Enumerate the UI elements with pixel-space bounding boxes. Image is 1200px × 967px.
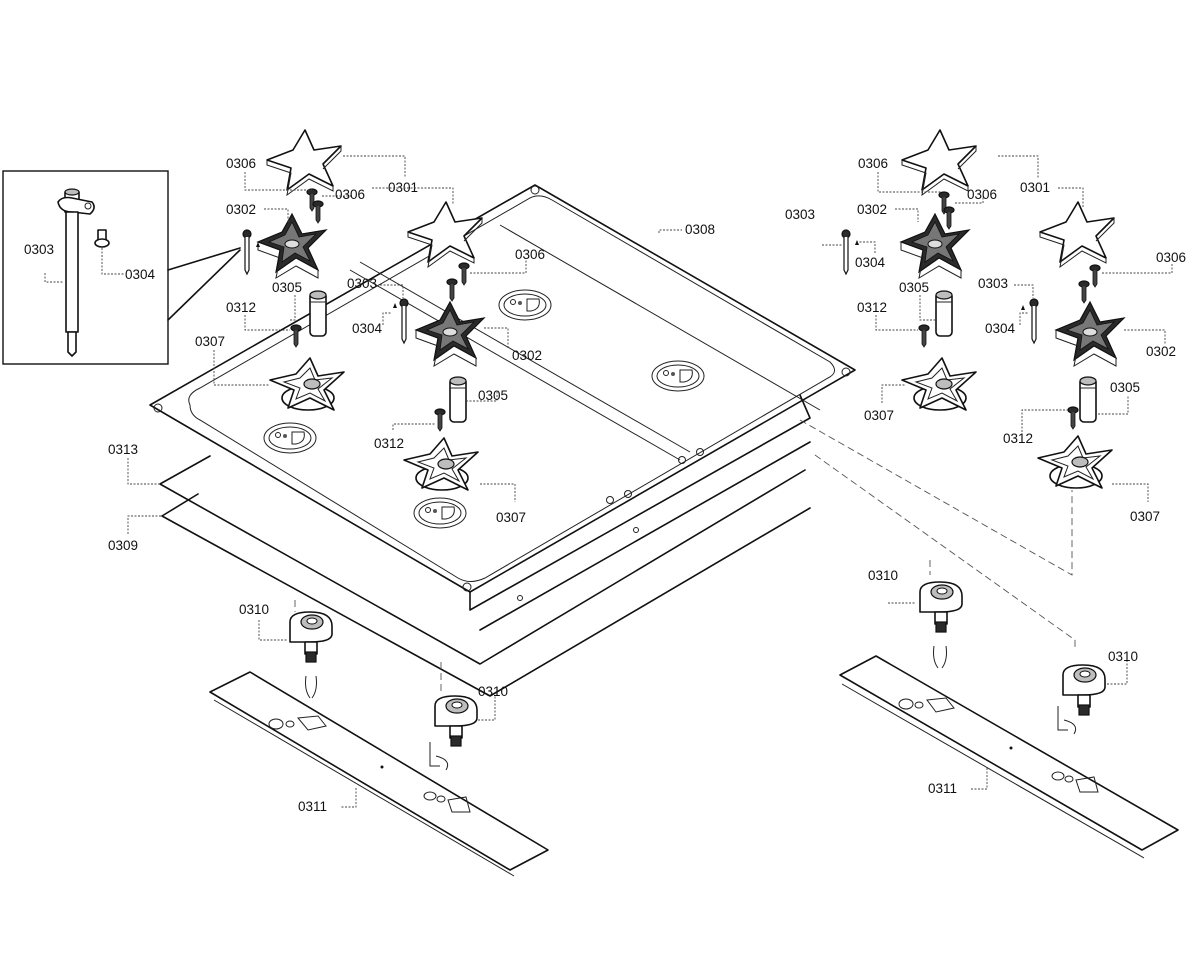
label-0302-b: 0302 [512,348,542,363]
label-0302-a: 0302 [226,202,256,217]
label-r-0306-a: 0306 [858,156,888,171]
right-rail-0311 [839,655,1179,859]
label-r-0312-a: 0312 [857,300,887,315]
label-0307-b: 0307 [496,510,526,525]
label-r-0303-b: 0303 [978,276,1008,291]
label-0303-a: 0303 [347,276,377,291]
burner-cap-0301 [266,129,342,196]
label-r-0311: 0311 [928,781,957,796]
label-0313: 0313 [108,442,138,457]
label-r-0301-a: 0301 [1020,180,1050,195]
label-0304-a: 0304 [352,321,383,336]
label-0308: 0308 [685,222,715,237]
label-0301-a: 0301 [388,180,418,195]
right-front-burner [1021,201,1125,489]
electrode-large-0303 [57,188,95,357]
label-0305-a: 0305 [272,280,302,295]
gasket-0309 [161,493,811,697]
label-r-0302-a: 0302 [857,202,887,217]
label-0306-a: 0306 [226,156,256,171]
right-rear-burner [841,129,977,411]
label-r-0310-a: 0310 [868,568,898,583]
label-r-0306-b: 0306 [967,187,997,202]
label-inset-0304: 0304 [125,267,156,282]
label-r-0305-b: 0305 [1110,380,1140,395]
label-r-0310-b: 0310 [1108,649,1138,664]
inset-detail-box: 0303 0304 [2,170,241,365]
label-r-0304-a: 0304 [855,255,886,270]
gasket-0313 [159,455,806,665]
label-inset-0303: 0303 [24,242,54,257]
label-r-0305-a: 0305 [899,280,929,295]
label-r-0306-c: 0306 [1156,250,1186,265]
screw-large-0304 [94,229,110,248]
label-0311-a: 0311 [298,799,327,814]
label-r-0307-a: 0307 [864,408,894,423]
left-valve-0310-b [429,662,478,771]
label-0312-a: 0312 [226,300,256,315]
label-r-0307-b: 0307 [1130,509,1160,524]
left-front-burner [393,201,485,491]
label-r-0303-a: 0303 [785,207,815,222]
hob-tray-0308: 0308 [149,184,856,631]
label-0306-b: 0306 [335,187,365,202]
label-r-0304-b: 0304 [985,321,1016,336]
left-valve-0310-a [289,600,333,699]
label-0307-a: 0307 [195,334,225,349]
label-0312-b: 0312 [374,436,404,451]
left-rail-0311 [209,671,549,877]
label-0309: 0309 [108,538,138,553]
label-0310-b: 0310 [478,684,508,699]
label-0305-b: 0305 [478,388,508,403]
label-0306-c: 0306 [515,247,545,262]
left-rear-burner [242,129,345,411]
right-valve-0310-a [919,581,963,669]
label-r-0312-b: 0312 [1003,431,1033,446]
label-r-0302-b: 0302 [1146,344,1176,359]
right-valve-0310-b [1057,664,1106,735]
label-0310-a: 0310 [239,602,269,617]
